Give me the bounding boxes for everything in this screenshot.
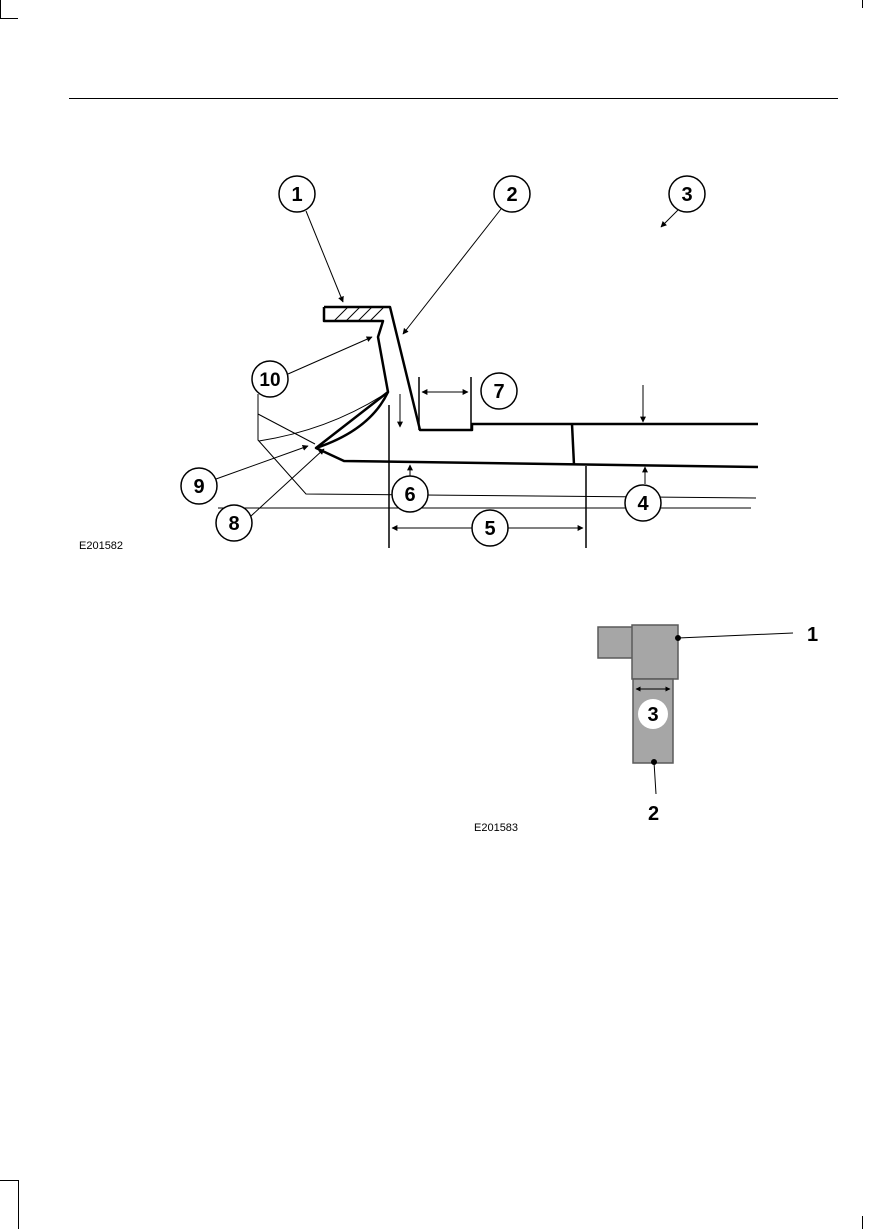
callout-10: 10 xyxy=(259,370,280,391)
callout-4: 4 xyxy=(637,493,649,515)
callout-2: 2 xyxy=(506,184,517,206)
callout-3: 3 xyxy=(681,184,692,206)
callout-8: 8 xyxy=(228,513,239,535)
detail-leaders xyxy=(652,633,794,794)
figure1-ref-code: E201582 xyxy=(79,540,123,552)
leader-lines xyxy=(216,209,678,516)
callout-7: 7 xyxy=(493,381,504,403)
detail-label-3-circle xyxy=(638,699,668,729)
crop-mark-bottom-left-v xyxy=(18,1180,19,1229)
callout-6: 6 xyxy=(404,484,415,506)
callout-1: 1 xyxy=(291,184,302,206)
detail-label-2: 2 xyxy=(648,803,659,825)
crop-mark-bottom-left xyxy=(0,1180,18,1181)
seal-profile xyxy=(316,307,758,467)
callout-circles xyxy=(181,176,705,546)
windshield-seal-diagram: 1 2 3 4 5 6 7 8 9 10 xyxy=(0,0,883,600)
detail-lower-block xyxy=(633,679,673,763)
detail-upper-block xyxy=(632,625,678,679)
callout-5: 5 xyxy=(484,518,495,540)
crop-mark-bottom-right xyxy=(862,1216,863,1229)
callout-9: 9 xyxy=(193,476,204,498)
construction-lines xyxy=(218,394,756,508)
detail-left-block xyxy=(598,627,633,658)
detail-label-1: 1 xyxy=(807,624,818,646)
figure2-ref-code: E201583 xyxy=(474,822,518,834)
seal-lip-curve xyxy=(259,392,388,441)
detail-label-3: 3 xyxy=(647,704,658,726)
dimension-arrows xyxy=(392,385,645,528)
detail-blocks xyxy=(598,625,678,763)
section-hatching xyxy=(334,307,384,321)
